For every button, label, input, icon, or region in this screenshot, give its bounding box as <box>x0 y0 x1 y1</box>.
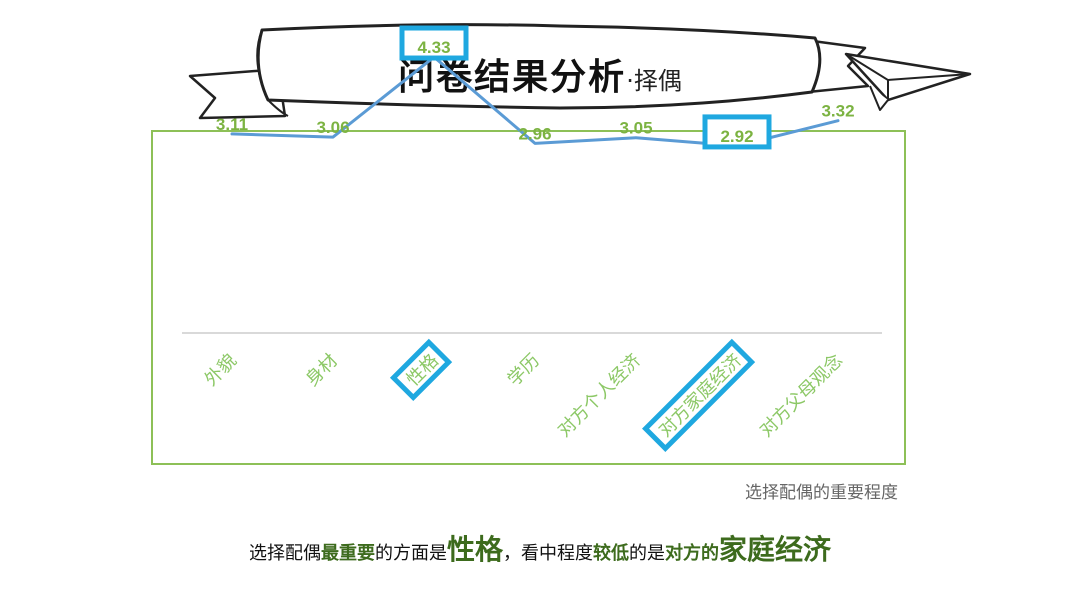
paper-plane-icon <box>844 52 972 111</box>
x-tick-label-1: 外貌 <box>201 350 241 390</box>
data-label-4: 2.96 <box>518 124 551 143</box>
data-label-3: 4.33 <box>417 38 450 57</box>
chart-caption: 选择配偶的重要程度 <box>745 483 898 503</box>
x-tick-label-2: 身材 <box>302 350 342 390</box>
title-banner <box>188 23 972 120</box>
banner-body <box>256 23 822 110</box>
summary-part-1: 选择配偶 <box>248 543 321 564</box>
summary-part-9: 家庭经济 <box>719 533 832 566</box>
x-tick-2: 身材 <box>302 350 342 390</box>
x-tick-4: 学历 <box>504 350 544 390</box>
x-tick-label-7: 对方父母观念 <box>755 349 847 441</box>
summary-part-6: 较低 <box>593 543 629 564</box>
x-tick-label-6: 对方家庭经济 <box>655 350 746 441</box>
value-highlight-box-3 <box>399 25 469 61</box>
x-tick-5: 对方个人经济 <box>554 350 645 441</box>
data-label-7: 3.32 <box>821 102 854 121</box>
data-label-5: 3.05 <box>619 119 652 138</box>
summary-part-3: 的方面是 <box>374 543 447 564</box>
summary-part-8: 对方的 <box>665 543 719 564</box>
x-tick-6: 对方家庭经济 <box>642 338 756 452</box>
x-tick-3: 性格 <box>389 338 453 402</box>
data-label-6: 2.92 <box>720 127 753 146</box>
x-tick-label-4: 学历 <box>504 350 544 390</box>
data-label-2: 3.06 <box>316 118 349 137</box>
chart-frame <box>151 130 906 465</box>
x-tick-1: 外貌 <box>201 350 241 390</box>
summary-part-7: 的是 <box>629 543 665 564</box>
summary-part-4: 性格 <box>446 533 503 566</box>
data-label-1: 3.11 <box>216 115 248 134</box>
x-tick-7: 对方父母观念 <box>755 349 847 441</box>
summary-part-5: ，看中程度 <box>503 543 593 564</box>
x-tick-label-5: 对方个人经济 <box>554 350 645 441</box>
summary-text: 选择配偶最重要的方面是性格，看中程度较低的是对方的家庭经济 <box>0 528 1080 568</box>
value-highlight-box-6 <box>702 114 772 150</box>
summary-part-2: 最重要 <box>320 543 375 564</box>
category-highlight-box-3 <box>389 338 453 402</box>
category-highlight-box-6 <box>642 338 756 452</box>
